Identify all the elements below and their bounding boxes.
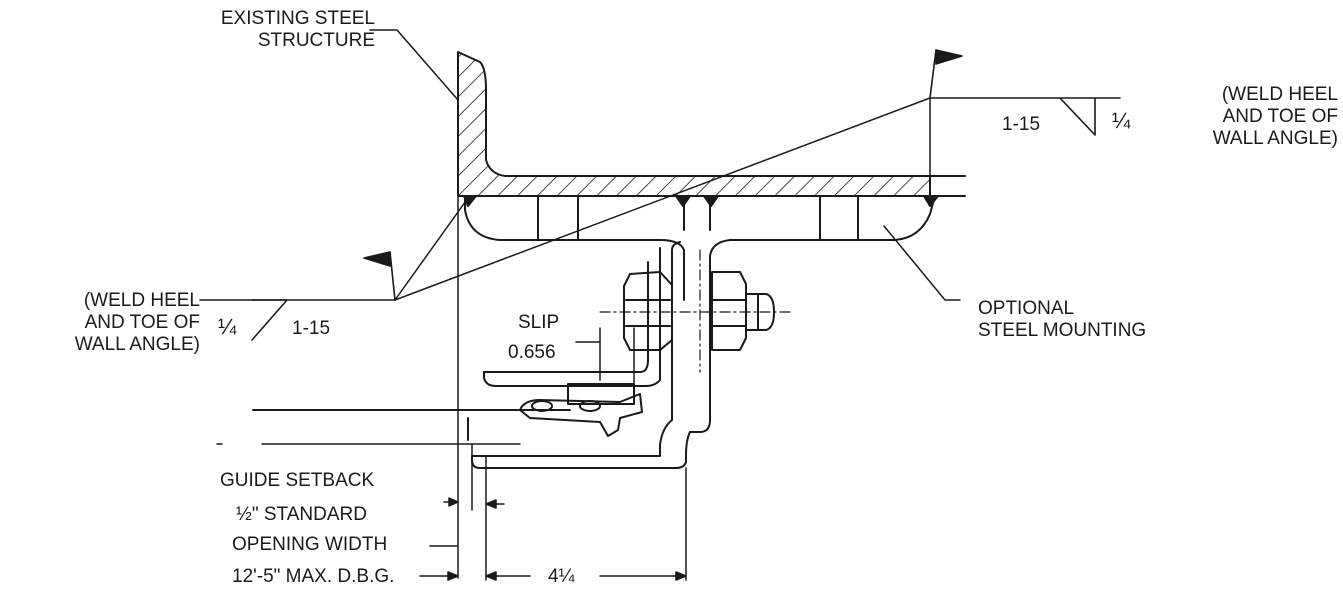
- weld-right-length: 1-15: [1002, 114, 1041, 135]
- optional-mounting-label: OPTIONAL STEEL MOUNTING: [978, 298, 1147, 341]
- opening-width-label: OPENING WIDTH: [232, 534, 388, 555]
- wall-angle-bracket: [467, 241, 691, 469]
- slip-value: 0.656: [508, 342, 556, 363]
- weld-note-left: (WELD HEEL AND TOE OF WALL ANGLE): [74, 290, 200, 355]
- weld-symbol-left: [199, 251, 396, 341]
- optional-steel-mounting: [463, 195, 939, 433]
- bolt-assembly: [599, 249, 791, 373]
- weld-left-length: 1-15: [292, 318, 331, 339]
- door-panel-lines: [216, 409, 571, 445]
- standard-setback-label: ½" STANDARD: [236, 504, 367, 525]
- weld-note-right: (WELD HEEL AND TOE OF WALL ANGLE): [1212, 84, 1338, 149]
- depth-dimension: 4¼: [548, 566, 575, 587]
- slip-label: SLIP: [518, 312, 560, 333]
- max-dbg-label: 12'-5" MAX. D.B.G.: [232, 566, 395, 587]
- weld-left-size: ¼: [218, 314, 237, 339]
- guide-setback-label: GUIDE SETBACK: [220, 470, 375, 491]
- weld-symbol-right: [929, 49, 1121, 136]
- weld-right-size: ¼: [1112, 108, 1131, 133]
- leader-lines: [369, 29, 961, 301]
- existing-structure-label: EXISTING STEEL STRUCTURE: [220, 8, 375, 51]
- dimension-lines: [419, 195, 687, 581]
- existing-steel-angle: [457, 51, 966, 197]
